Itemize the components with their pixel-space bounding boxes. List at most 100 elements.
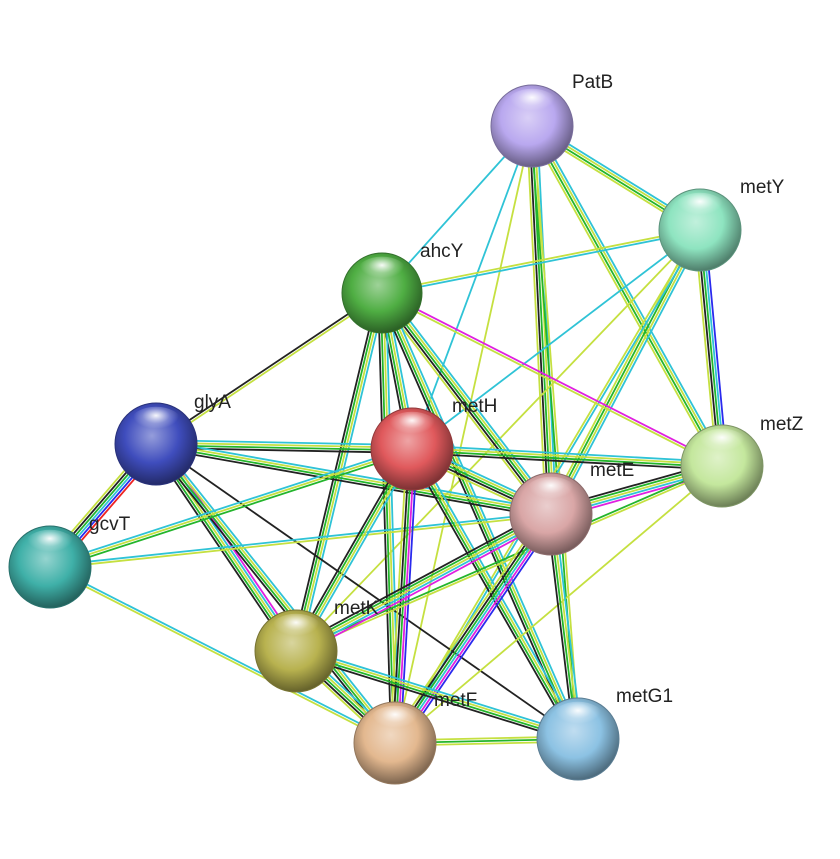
edge-line-yellowgreen: [156, 441, 413, 449]
node-highlight: [130, 406, 182, 437]
node-highlight: [386, 411, 438, 442]
edge-metY-ahcY: [381, 227, 701, 296]
edge-line-yellowgreen: [412, 446, 723, 466]
edge-line-black: [155, 443, 579, 740]
edge-metE-metK: [293, 508, 554, 657]
edge-line-black: [293, 508, 549, 648]
node-metF[interactable]: metF: [353, 690, 477, 785]
edge-metY-metH: [411, 229, 701, 450]
node-gcvT[interactable]: gcvT: [8, 514, 131, 609]
node-metE[interactable]: metE: [509, 460, 634, 556]
edge-line-yellowgreen: [532, 124, 724, 466]
edge-glyA-metG1: [155, 443, 579, 740]
edge-line-black: [379, 294, 550, 517]
edge-line-yellowgreen: [156, 442, 397, 743]
edge-line-green: [50, 450, 414, 571]
edge-line-green: [155, 444, 551, 517]
edge-line-black: [155, 446, 551, 519]
node-label: metZ: [760, 414, 804, 435]
edge-PatB-metG1: [529, 125, 581, 740]
edge-metE-metF: [388, 509, 558, 748]
edge-glyA-metF: [152, 441, 399, 746]
edge-line-cyan: [536, 125, 558, 514]
edge-line-cyan: [49, 511, 551, 567]
edge-line-cyan: [553, 231, 705, 517]
edge-PatB-metF: [394, 125, 533, 744]
edge-line-green: [379, 293, 578, 740]
edge-line-black: [154, 291, 382, 444]
edge-line-cyan: [48, 445, 412, 566]
edge-line-yellowgreen: [383, 290, 554, 513]
edge-line-yellowgreen: [295, 513, 552, 652]
edge-ahcY-metG1: [377, 291, 583, 741]
node-highlight: [696, 428, 748, 459]
edge-line-cyan: [534, 123, 727, 465]
node-label: metE: [590, 460, 634, 481]
node-metK[interactable]: metK: [254, 598, 379, 693]
edge-line-yellowgreen: [377, 295, 548, 518]
node-metH[interactable]: metH: [370, 396, 497, 491]
edge-line-yellowgreen: [532, 125, 581, 739]
node-highlight: [270, 613, 322, 644]
edge-line-green: [530, 126, 722, 468]
node-PatB[interactable]: PatB: [490, 72, 613, 168]
edge-line-black: [391, 511, 549, 742]
edge-line-black: [407, 450, 576, 742]
edge-line-cyan: [296, 646, 580, 737]
edge-line-magenta: [298, 517, 554, 657]
edge-metK-metG1: [294, 646, 580, 744]
edge-metH-metZ: [411, 444, 723, 471]
node-metZ[interactable]: metZ: [680, 414, 804, 508]
node-label: gcvT: [89, 514, 131, 535]
edge-line-cyan: [296, 515, 553, 655]
node-label: metG1: [616, 686, 673, 707]
node-highlight: [369, 705, 421, 736]
edge-PatB-metZ: [527, 123, 727, 469]
edge-line-yellowgreen: [156, 441, 552, 514]
node-label: metH: [452, 396, 497, 417]
edge-line-yellowgreen: [381, 293, 722, 468]
edge-gcvT-metF: [49, 565, 396, 745]
node-highlight: [506, 88, 558, 119]
node-metG1[interactable]: metG1: [536, 686, 673, 781]
edge-line-cyan: [384, 291, 583, 738]
edge-line-green: [294, 510, 551, 650]
edge-line-black: [155, 446, 412, 454]
edge-line-yellowgreen: [394, 125, 533, 744]
edge-line-green: [295, 651, 578, 742]
edge-line-yellowgreen: [49, 448, 413, 568]
edge-line-yellowgreen: [296, 466, 723, 654]
edge-metZ-metK: [295, 463, 723, 654]
edge-line-yellowgreen: [525, 126, 547, 515]
edge-glyA-metE: [155, 439, 552, 519]
node-highlight: [525, 476, 577, 507]
node-highlight: [674, 192, 726, 223]
node-label: ahcY: [420, 241, 464, 262]
edge-gcvT-metH: [48, 445, 414, 571]
edge-line-black: [411, 451, 722, 471]
edge-line-cyan: [50, 565, 396, 743]
edge-line-yellowgreen: [156, 293, 384, 446]
edge-line-yellowgreen: [381, 227, 700, 293]
node-ahcY[interactable]: ahcY: [341, 241, 464, 334]
edge-line-blue: [399, 517, 558, 748]
edge-line-cyan: [385, 289, 556, 512]
edge-line-green: [381, 292, 552, 515]
node-metY[interactable]: metY: [658, 177, 785, 272]
edge-line-green: [379, 293, 395, 744]
edge-line-yellowgreen: [49, 567, 395, 745]
edge-line-cyan: [158, 441, 399, 742]
edge-line-black: [528, 126, 550, 515]
edge-line-yellowgreen: [382, 292, 581, 739]
node-highlight: [552, 701, 604, 732]
edge-line-black: [294, 653, 578, 744]
edge-line-yellowgreen: [296, 648, 579, 739]
node-glyA[interactable]: glyA: [114, 392, 231, 486]
edge-PatB-metE: [525, 125, 558, 515]
edge-line-green: [393, 512, 551, 743]
edge-line-green: [411, 449, 722, 469]
edge-line-cyan: [156, 439, 413, 447]
edge-line-cyan: [156, 439, 552, 512]
